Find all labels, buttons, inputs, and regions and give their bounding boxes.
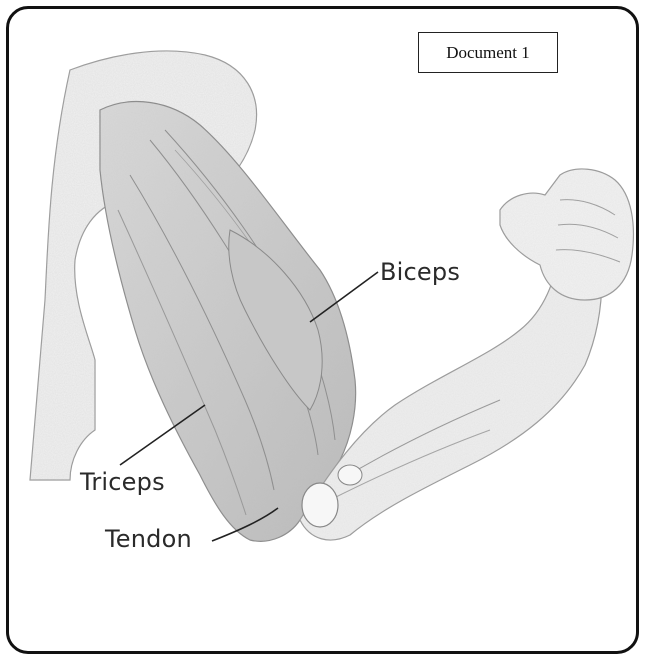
triceps-label: Triceps: [80, 468, 165, 496]
document-label: Document 1: [418, 32, 558, 73]
fist-shape: [500, 169, 633, 300]
biceps-label: Biceps: [380, 258, 460, 286]
tendon-label: Tendon: [105, 525, 192, 553]
